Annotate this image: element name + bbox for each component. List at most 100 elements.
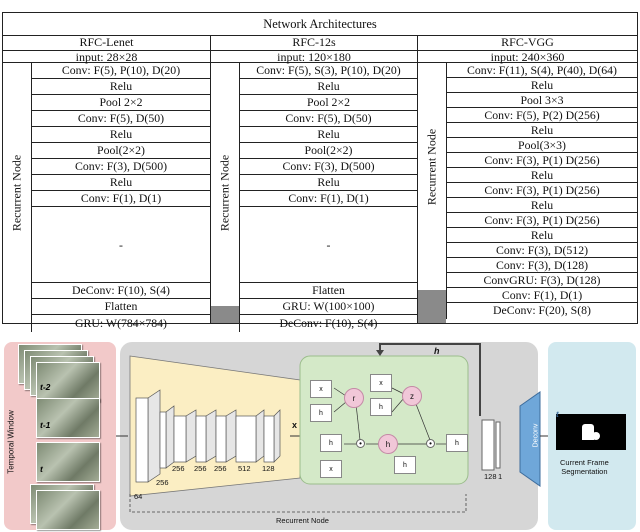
row: Conv: F(1), D(1) [446,288,637,303]
row: Conv: F(1), D(1) [31,191,210,207]
post-block [481,419,495,471]
row: Conv: F(5), P(2) D(256) [446,108,637,123]
row-empty: - [31,207,210,283]
recurrent-node-label: Recurrent Node [9,154,24,232]
update-gate: z [402,386,422,406]
video-frame [36,398,100,438]
row: Relu [239,79,417,95]
gru-links [333,387,448,445]
conv-blocks [135,389,281,483]
row: Conv: F(3), P(1) D(256) [446,213,637,228]
column-header: RFC-VGG input: 240×360 [418,35,637,64]
xt-label: x [292,420,298,430]
column-rfc-vgg: RFC-VGG input: 240×360 Recurrent Node Co… [417,35,637,323]
column-name: RFC-Lenet [79,35,134,49]
row: Flatten [31,299,210,315]
multiply-node: • [356,439,365,448]
video-frame [36,362,100,402]
recurrent-node-label: Recurrent Node [424,128,439,206]
feature-size-128: 128 [262,464,275,473]
architecture-figure: Temporal Window t-2 t-1 t [0,336,640,532]
column-name: RFC-12s [292,35,336,49]
output-caption: Current Frame Segmentation [560,458,609,476]
candidate-state: h [378,434,398,454]
feedback-arrowhead [376,350,384,356]
feature-size-64: 64 [134,492,143,501]
hidden-state-output: h [446,434,468,452]
recurrent-node-box [299,355,469,485]
row: Pool(3×3) [446,138,637,153]
gru-input-h: h [394,456,416,474]
row: DeConv: F(10), S(4) [239,315,417,332]
gru-input-h: h [310,404,332,422]
segmentation-mask [556,414,626,450]
column-header: RFC-Lenet input: 28×28 [3,35,210,64]
post-block [495,421,501,469]
row-empty: - [239,207,417,283]
row: Relu [239,175,417,191]
feature-size-256: 256 [194,464,207,473]
row: DeConv: F(20), S(8) [446,303,637,319]
network-architectures-table: Network Architectures RFC-Lenet input: 2… [2,12,638,332]
row: Relu [446,198,637,213]
column-rfc-12s: RFC-12s input: 120×180 Recurrent Node Co… [210,35,417,332]
reset-gate: r [344,388,364,408]
multiply-node: • [426,439,435,448]
row: DeConv: F(10), S(4) [31,283,210,299]
row: Relu [446,168,637,183]
gray-cell [418,290,446,323]
gray-cell [211,306,239,323]
video-frame [36,490,100,530]
feedback-loop [379,343,481,416]
column-rows: Conv: F(5), P(10), D(20) Relu Pool 2×2 C… [31,63,210,332]
row: ConvGRU: F(3), D(128) [446,273,637,288]
column-rfc-lenet: RFC-Lenet input: 28×28 Recurrent Node Co… [3,35,210,332]
frame-label-t: t [40,464,43,474]
row: Relu [446,78,637,93]
row: Conv: F(3), D(512) [446,243,637,258]
row: Relu [31,127,210,143]
row: Relu [31,175,210,191]
row: Pool(2×2) [239,143,417,159]
row: Conv: F(5), S(3), P(10), D(20) [239,63,417,79]
mask-foreground [592,432,600,440]
row: Relu [31,79,210,95]
row: Conv: F(1), D(1) [239,191,417,207]
row: Pool 3×3 [446,93,637,108]
row: Relu [446,228,637,243]
recurrent-node-side: Recurrent Node [3,63,31,323]
row: Conv: F(3), P(1) D(256) [446,153,637,168]
column-input: input: 120×180 [211,50,417,64]
row: Conv: F(5), D(50) [239,111,417,127]
row: Conv: F(3), D(500) [239,159,417,175]
column-rows: Conv: F(11), S(4), P(40), D(64) Relu Poo… [446,63,637,323]
recurrent-node-caption: Recurrent Node [276,516,329,525]
video-frame [36,442,100,482]
deconv-label: Deconv [532,423,540,448]
frame-label-t-2: t-2 [40,382,51,392]
row: GRU: W(100×100) [239,299,417,315]
post-size-1: 1 [498,472,503,481]
row: Pool 2×2 [31,95,210,111]
row: Flatten [239,283,417,299]
table-title: Network Architectures [3,13,637,36]
gru-input-x: x [320,460,342,478]
row: Conv: F(3), D(128) [446,258,637,273]
recurrent-node-side: Recurrent Node [418,63,446,323]
row: Conv: F(5), D(50) [31,111,210,127]
column-rows: Conv: F(5), S(3), P(10), D(20) Relu Pool… [239,63,417,332]
column-header: RFC-12s input: 120×180 [211,35,417,64]
column-name: RFC-VGG [501,35,554,49]
recurrent-bracket [129,494,467,513]
feature-size-512: 512 [238,464,251,473]
row: GRU: W(784×784) [31,315,210,332]
column-input: input: 240×360 [418,50,637,64]
network-diagram-svg [116,343,552,513]
deconv-block [519,391,541,487]
feature-size-256: 256 [156,478,169,487]
output-t-label: t [556,410,559,419]
row: Relu [239,127,417,143]
row: Pool(2×2) [31,143,210,159]
gru-input-x: x [370,374,392,392]
post-size-128: 128 [484,472,497,481]
